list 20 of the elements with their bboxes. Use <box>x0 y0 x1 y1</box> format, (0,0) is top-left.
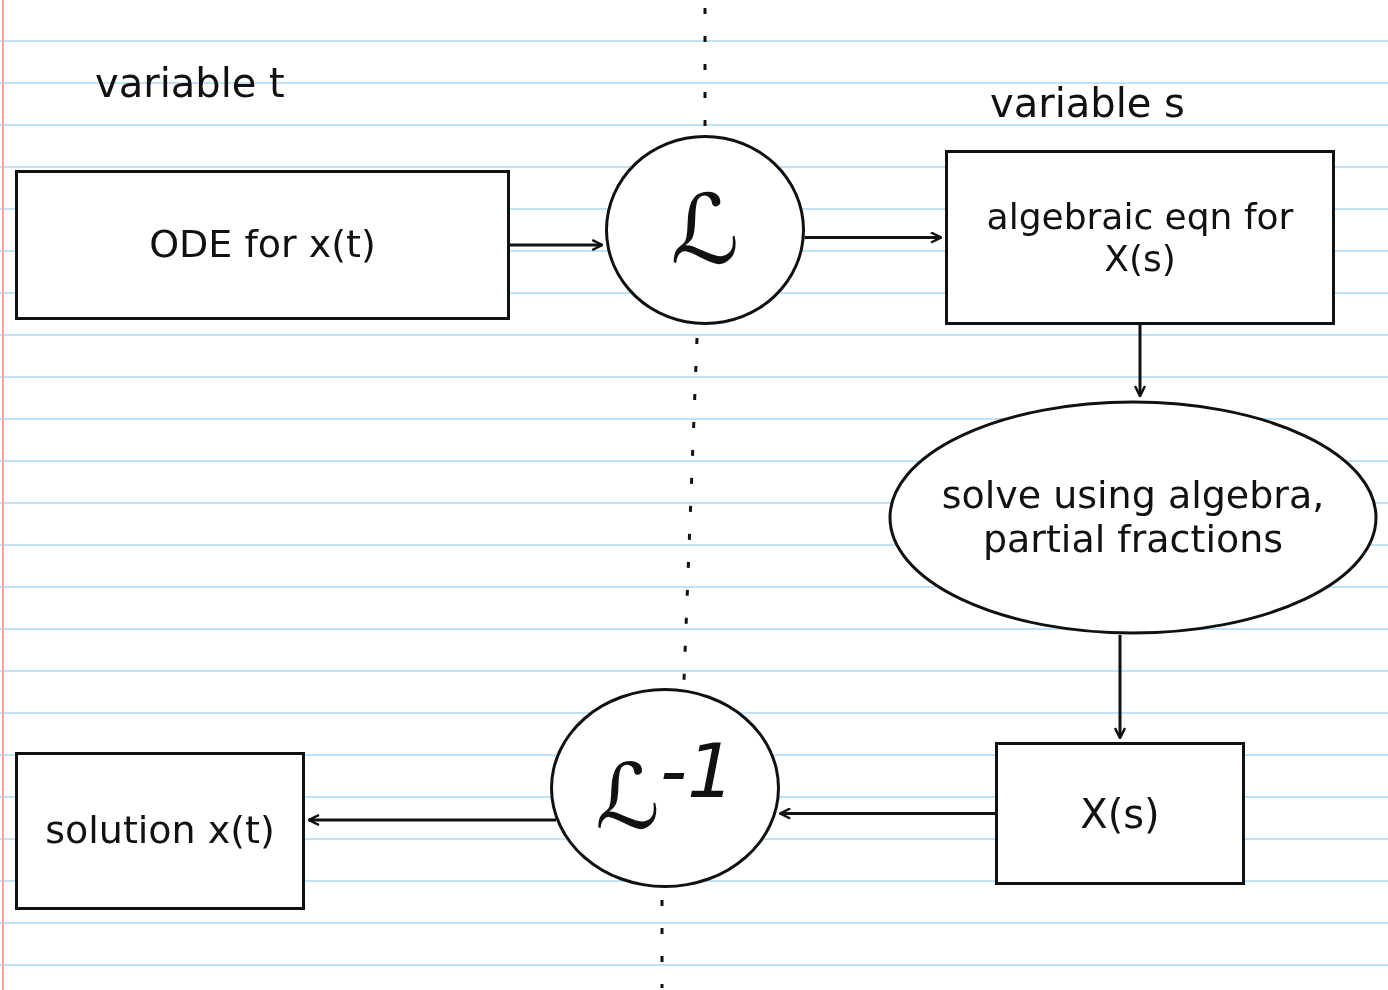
arrow <box>510 238 604 252</box>
process-box <box>15 752 305 910</box>
arrow <box>307 813 557 827</box>
axis-caption: variable s <box>990 80 1185 126</box>
arrow <box>1133 325 1147 398</box>
axis-caption: variable t <box>95 60 285 106</box>
node-text: ℒ <box>669 174 741 286</box>
process-box <box>15 170 510 320</box>
process-box <box>945 150 1335 325</box>
node-text: ℒ$^{-1}$ <box>594 727 736 849</box>
arrow <box>1113 634 1127 740</box>
process-ellipse <box>888 400 1378 635</box>
node-text: X(s) <box>1079 790 1161 837</box>
arrow <box>804 231 943 244</box>
node-text: solve using algebra, partial fractions <box>940 473 1326 562</box>
node-text: algebraic eqn for X(s) <box>985 196 1295 279</box>
node-text: solution x(t) <box>44 809 276 853</box>
arrow <box>778 807 995 820</box>
node-text: ODE for x(t) <box>148 223 377 267</box>
process-box <box>995 742 1245 885</box>
